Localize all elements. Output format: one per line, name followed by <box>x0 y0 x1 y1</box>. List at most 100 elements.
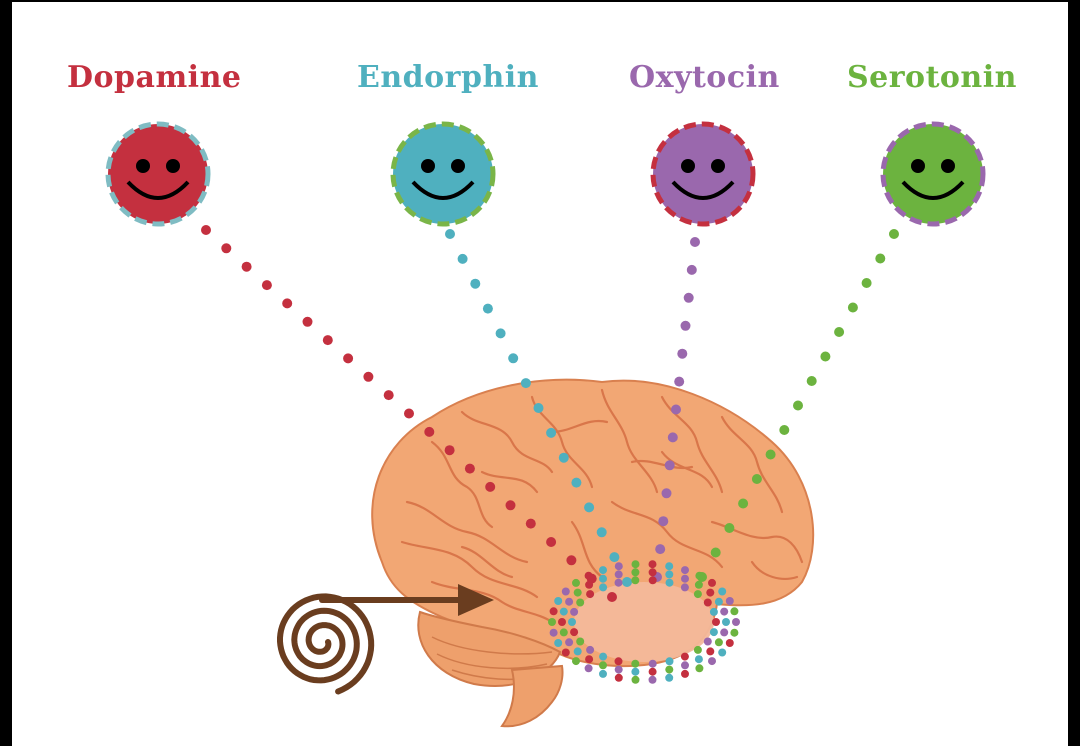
region-dot <box>631 675 640 684</box>
oxytocin-connector-dot <box>664 460 675 471</box>
endorphin-connector-dot <box>520 378 531 389</box>
serotonin-connector-dot <box>793 400 803 411</box>
smiley-face-serotonin <box>880 121 986 227</box>
arrow-head <box>458 584 494 616</box>
face-circle <box>880 121 986 227</box>
face-circle <box>105 121 211 227</box>
region-dot <box>614 657 623 666</box>
dopamine-connector-dot <box>485 481 496 492</box>
region-dot <box>709 628 718 637</box>
eye-icon <box>681 159 695 173</box>
smile-icon <box>901 180 965 200</box>
region-dot <box>680 652 689 661</box>
eye-icon <box>421 159 435 173</box>
serotonin-connector-dot <box>710 547 721 558</box>
serotonin-connector-dot <box>806 376 817 386</box>
endorphin-connector-dot <box>457 253 468 264</box>
region-dot <box>565 597 574 606</box>
oxytocin-connector-dot <box>690 237 700 247</box>
endorphin-connector-dot <box>622 577 632 587</box>
region-dot <box>572 657 580 666</box>
serotonin-connector-dot <box>875 253 886 264</box>
region-dot <box>681 661 689 670</box>
region-dot <box>614 562 623 571</box>
dopamine-connector-dot <box>383 390 394 401</box>
region-dot <box>665 657 674 666</box>
region-dot <box>732 618 740 626</box>
oxytocin-connector-dot <box>677 348 688 359</box>
region-dot <box>665 562 674 571</box>
eye-icon <box>451 159 465 173</box>
dopamine-connector-dot <box>322 335 333 346</box>
endorphin-connector-dot <box>533 403 544 413</box>
smiley-face-oxytocin <box>650 121 756 227</box>
region-dot <box>573 647 582 656</box>
region-dot <box>570 628 579 637</box>
endorphin-connector-dot <box>546 427 557 438</box>
dopamine-connector-dot <box>282 298 293 309</box>
region-dot <box>693 645 702 654</box>
serotonin-connector-dot <box>847 302 858 313</box>
dopamine-connector-dot <box>505 500 516 511</box>
label-endorphin: Endorphin <box>357 60 539 95</box>
region-dot <box>708 657 716 666</box>
region-dot <box>585 655 594 664</box>
endorphin-connector-dot <box>445 229 455 239</box>
region-dot <box>576 637 585 646</box>
region-dot <box>706 588 715 597</box>
oxytocin-connector-dot <box>661 488 672 499</box>
region-dot <box>665 578 674 587</box>
endorphin-connector-dot <box>470 278 481 289</box>
region-dot <box>548 618 556 626</box>
region-dot <box>714 597 723 606</box>
region-dot <box>572 578 580 587</box>
region-dot <box>648 667 657 676</box>
dopamine-connector-dot <box>343 353 354 364</box>
region-dot <box>694 655 703 664</box>
dopamine-connector-dot <box>464 463 475 474</box>
region-dot <box>586 590 595 599</box>
dopamine-connector-dot <box>607 592 617 602</box>
region-dot <box>561 648 570 657</box>
spiral-arrow-icon <box>277 584 494 695</box>
oxytocin-connector-dot <box>674 376 685 387</box>
region-dot <box>584 664 593 673</box>
region-dot <box>694 580 703 589</box>
dopamine-connector-dot <box>201 225 211 235</box>
oxytocin-connector-dot <box>655 544 666 555</box>
region-dot <box>665 673 674 682</box>
dopamine-connector-dot <box>424 426 435 437</box>
region-dot <box>725 639 734 647</box>
endorphin-connector-dot <box>584 502 595 513</box>
region-dot <box>695 571 704 580</box>
dopamine-connector-dot <box>444 445 455 456</box>
region-dot <box>714 638 723 647</box>
endorphin-connector-dot <box>596 527 607 538</box>
serotonin-connector-dot <box>834 327 845 337</box>
dopamine-connector-dot <box>566 555 577 566</box>
endorphin-connector-dot <box>495 328 506 339</box>
smile-icon <box>671 180 735 200</box>
region-dot <box>665 665 674 674</box>
serotonin-connector-dot <box>738 498 749 509</box>
eye-icon <box>941 159 955 173</box>
region-dot <box>703 637 712 646</box>
eye-icon <box>711 159 725 173</box>
connector-dots <box>201 225 899 684</box>
region-dot <box>573 588 582 597</box>
endorphin-connector-dot <box>482 303 493 314</box>
serotonin-connector-dot <box>779 425 790 435</box>
region-dot <box>631 667 640 676</box>
oxytocin-connector-dot <box>667 432 678 443</box>
region-dot <box>712 618 720 626</box>
smile-icon <box>126 180 190 200</box>
region-dot <box>631 568 640 577</box>
dopamine-connector-dot <box>241 261 252 272</box>
region-dot <box>648 576 657 585</box>
spiral-icon <box>277 593 375 695</box>
region-dot <box>554 597 563 605</box>
oxytocin-connector-dot <box>671 404 681 415</box>
label-dopamine: Dopamine <box>67 60 242 95</box>
eye-icon <box>911 159 925 173</box>
label-serotonin: Serotonin <box>847 60 1017 95</box>
